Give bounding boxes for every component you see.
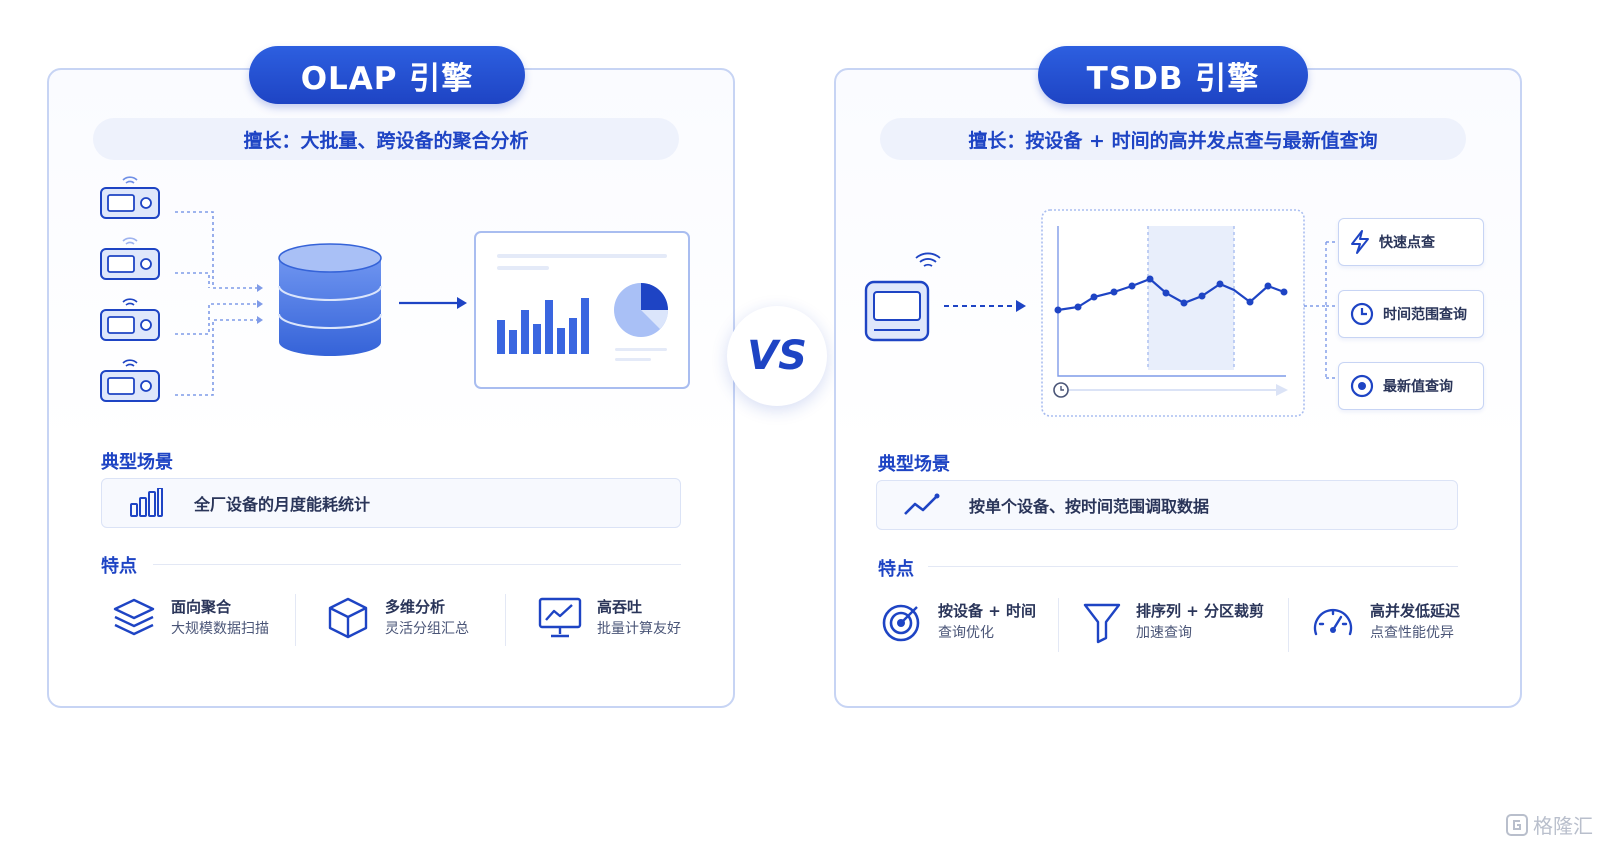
feature-desc: 批量计算友好 xyxy=(597,621,681,637)
clock-icon xyxy=(1350,302,1374,326)
feature-desc: 灵活分组汇总 xyxy=(385,621,469,637)
feature-desc: 大规模数据扫描 xyxy=(171,621,269,637)
feature-desc: 查询优化 xyxy=(938,625,994,641)
olap-scene-title: 典型场景 xyxy=(101,452,173,473)
speedometer-icon xyxy=(1313,608,1353,636)
tsdb-scene-text: 按单个设备、按时间范围调取数据 xyxy=(969,497,1210,516)
funnel-icon xyxy=(1083,603,1121,644)
feature-title: 面向聚合 xyxy=(171,598,232,616)
monitor-chart-icon xyxy=(538,597,582,638)
olap-feature-multidim: 多维分析灵活分组汇总 xyxy=(325,596,469,640)
watermark: 格隆汇 xyxy=(1505,810,1593,839)
tsdb-feature-sort-partition: 排序列 + 分区裁剪加速查询 xyxy=(1082,600,1264,644)
device-icon xyxy=(100,176,160,402)
query-label: 最新值查询 xyxy=(1383,379,1453,395)
watermark-text: 格隆汇 xyxy=(1533,814,1593,838)
tsdb-illustration xyxy=(864,209,1336,417)
olap-features-title: 特点 xyxy=(101,556,137,577)
query-time-range: 时间范围查询 xyxy=(1338,290,1484,338)
lightning-icon xyxy=(1351,230,1369,254)
tsdb-feature-device-time: 按设备 + 时间查询优化 xyxy=(880,600,1036,644)
feature-desc: 加速查询 xyxy=(1136,625,1192,641)
tsdb-scene-box: 按单个设备、按时间范围调取数据 xyxy=(876,480,1458,530)
feature-title: 多维分析 xyxy=(385,598,446,616)
layers-icon xyxy=(113,598,155,636)
tsdb-feature-low-latency: 高并发低延迟点查性能优异 xyxy=(1310,600,1460,644)
device-icon xyxy=(864,252,941,342)
olap-panel: OLAP 引擎 擅长：大批量、跨设备的聚合分析 xyxy=(47,46,735,708)
trend-line-icon xyxy=(904,493,940,515)
olap-feature-aggregation: 面向聚合大规模数据扫描 xyxy=(111,596,269,640)
clock-icon xyxy=(1053,382,1069,398)
olap-scene-text: 全厂设备的月度能耗统计 xyxy=(194,495,371,514)
feature-title: 按设备 + 时间 xyxy=(938,602,1037,620)
tsdb-panel: TSDB 引擎 擅长：按设备 + 时间的高并发点查与最新值查询 快速点查 时间范… xyxy=(834,46,1522,708)
vs-badge: VS xyxy=(727,306,827,406)
query-latest-value: 最新值查询 xyxy=(1338,362,1484,410)
watermark-logo xyxy=(1506,813,1528,836)
bar-chart-icon xyxy=(130,488,163,517)
feature-title: 排序列 + 分区裁剪 xyxy=(1136,602,1265,620)
feature-title: 高并发低延迟 xyxy=(1370,602,1461,620)
query-label: 时间范围查询 xyxy=(1383,307,1467,323)
tsdb-strength: 擅长：按设备 + 时间的高并发点查与最新值查询 xyxy=(880,118,1466,160)
olap-strength: 擅长：大批量、跨设备的聚合分析 xyxy=(93,118,679,160)
query-label: 快速点查 xyxy=(1379,235,1435,251)
bullseye-icon xyxy=(882,604,920,642)
database-icon xyxy=(278,243,382,356)
olap-feature-throughput: 高吞吐批量计算友好 xyxy=(537,596,681,640)
query-point-lookup: 快速点查 xyxy=(1338,218,1484,266)
olap-illustration xyxy=(100,176,690,402)
feature-desc: 点查性能优异 xyxy=(1370,625,1454,641)
dashboard-icon xyxy=(474,231,690,389)
tsdb-title: TSDB 引擎 xyxy=(1038,46,1308,104)
olap-scene-box: 全厂设备的月度能耗统计 xyxy=(101,478,681,528)
target-icon xyxy=(1350,374,1374,398)
feature-title: 高吞吐 xyxy=(597,598,643,616)
tsdb-scene-title: 典型场景 xyxy=(878,454,950,475)
cube-icon xyxy=(328,597,368,639)
olap-title: OLAP 引擎 xyxy=(249,46,525,104)
tsdb-features-title: 特点 xyxy=(878,559,914,580)
